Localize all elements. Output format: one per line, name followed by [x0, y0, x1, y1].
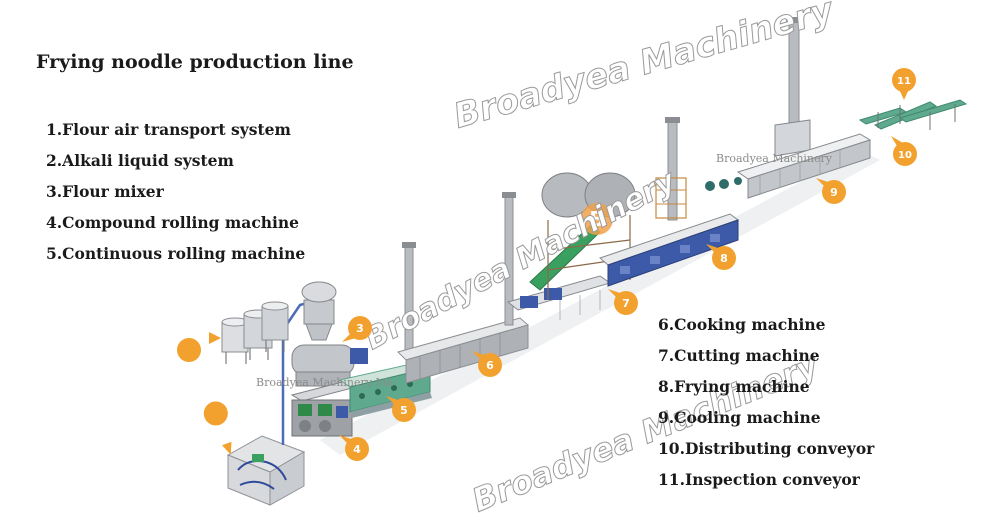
legend-item-alkali-liquid: 2.Alkali liquid system	[46, 151, 234, 170]
compound-rolling-machine	[290, 379, 362, 437]
legend-right: 6.Cooking machine 7.Cutting machine 8.Fr…	[658, 311, 874, 497]
legend-item-frying: 8.Frying machine	[658, 377, 810, 396]
frying-machine	[599, 117, 740, 287]
marker-3: 3	[342, 316, 372, 342]
svg-text:4: 4	[353, 443, 361, 456]
marker-9: 9	[816, 178, 846, 204]
svg-text:2: 2	[197, 332, 205, 345]
marker-8: 8	[706, 244, 736, 270]
legend-item-distributing-conveyor: 10.Distributing conveyor	[658, 439, 875, 458]
marker-10: 10	[891, 136, 917, 166]
watermark-small-top: Broadyea Machinery	[716, 152, 833, 165]
cutting-machine	[506, 172, 636, 320]
svg-text:8: 8	[720, 252, 728, 265]
legend-item-flour-air-transport: 1.Flour air transport system	[46, 120, 291, 139]
legend-item-flour-mixer: 3.Flour mixer	[46, 182, 164, 201]
marker-5: 5	[386, 396, 416, 422]
watermark-top: Broadyea Machinery	[449, 0, 839, 137]
flour-air-transport-unit	[226, 298, 319, 506]
alkali-liquid-tanks	[221, 301, 289, 364]
svg-text:B: B	[589, 207, 604, 231]
watermark-logo: B	[581, 203, 613, 235]
legend-item-continuous-rolling: 5.Continuous rolling machine	[46, 244, 306, 263]
legend-item-cutting: 7.Cutting machine	[658, 346, 820, 365]
svg-text:7: 7	[622, 297, 630, 310]
svg-text:9: 9	[830, 186, 838, 199]
inspection-conveyor	[877, 104, 956, 130]
legend-left: 1.Flour air transport system 2.Alkali li…	[46, 116, 305, 271]
distributing-conveyor	[858, 99, 968, 130]
legend-item-cooking: 6.Cooking machine	[658, 315, 826, 334]
svg-text:6: 6	[486, 359, 494, 372]
svg-text:5: 5	[400, 404, 408, 417]
marker-2: 2	[177, 332, 221, 362]
page-title: Frying noodle production line	[36, 51, 354, 73]
legend-item-inspection-conveyor: 11.Inspection conveyor	[658, 470, 860, 489]
cooling-machine	[705, 17, 872, 199]
svg-text:1: 1	[218, 429, 230, 444]
svg-text:11: 11	[897, 76, 911, 87]
cooking-machine	[397, 192, 530, 384]
watermark-small-left: Broadyea Machinery Ma	[256, 376, 394, 389]
flour-mixer	[291, 281, 368, 387]
svg-text:3: 3	[356, 322, 364, 335]
marker-7: 7	[608, 289, 638, 315]
marker-6: 6	[472, 351, 502, 377]
marker-11: 11	[892, 68, 916, 100]
legend-item-compound-rolling: 4.Compound rolling machine	[46, 213, 300, 232]
svg-text:10: 10	[898, 150, 912, 161]
marker-1: 1	[203, 401, 232, 455]
legend-item-cooling: 9.Cooling machine	[658, 408, 821, 427]
marker-4: 4	[339, 435, 369, 461]
